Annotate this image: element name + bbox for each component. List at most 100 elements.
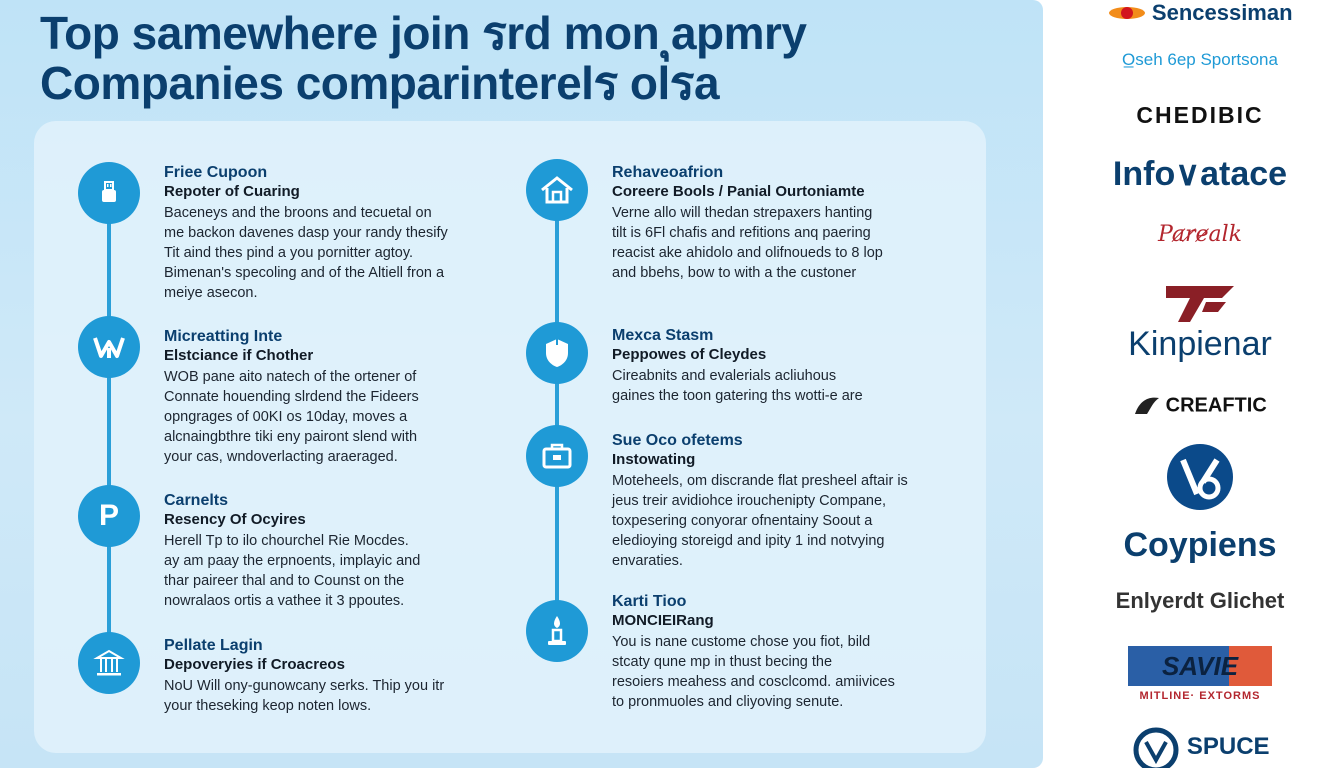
entry-body-line: Tit aind thes pind a you pornitter agtoy… (164, 245, 414, 261)
entry-body-line: eledioying storeigd and ipity 1 ind notv… (612, 533, 885, 549)
entry-body-line: Baceneys and the broons and tecuetal on (164, 205, 432, 221)
logo-coypiens: Coypiens (1070, 442, 1330, 564)
entry-body-line: toxpesering conyorar ofnentainy Soout a (612, 513, 873, 529)
right-entry-2: Mexca Stasm Peppowes of Cleydes Cireabni… (612, 326, 952, 406)
crown-icon (78, 316, 140, 378)
entry-body-line: resoiers meahess and cosclcomd. amiivice… (612, 674, 895, 690)
entry-body: NoU Will ony-gunowcany serks. Thip you i… (164, 676, 504, 716)
left-entry-4: Pellate Lagin Depoveryies if Croacreos N… (164, 636, 504, 716)
candle-icon (526, 600, 588, 662)
right-entry-1: Rehaveoafrion Coreere Bools / Panial Our… (612, 163, 952, 283)
entry-body-line: your cas, wndoverlacting araeraged. (164, 449, 398, 465)
entry-body: Moteheels, om discrande flat presheel af… (612, 471, 952, 571)
page-title-line-1: Top samewhere join รrd mon ุapmry (40, 7, 807, 59)
timeline-left (107, 181, 111, 661)
logo-creaftic: CREAFTIC (1070, 394, 1330, 418)
entry-title: Karti Tioo (612, 593, 687, 610)
logo-kinpienar: Kinpienar (1070, 282, 1330, 362)
logo-text: Kinpienar (1128, 325, 1272, 363)
entry-body: You is nane custome chose you fiot, bild… (612, 632, 952, 712)
entry-body-line: tilt is 6Fl chafis and refitions anq pae… (612, 225, 871, 241)
entry-body-line: nowralaos ortis a vathee it 3 ppoutes. (164, 593, 405, 609)
entry-body-line: jeus treir avidiohce irouchenipty Compan… (612, 493, 887, 509)
logo-enlyerdt: Enlyerdt Glichet (1070, 588, 1330, 614)
right-entry-3: Sue Oco ofetems Instowating Moteheels, o… (612, 431, 952, 571)
logo-chedibic: CHEDIBIC (1070, 102, 1330, 129)
logo-pareal: Pa̷r̷e̷alk (1070, 222, 1330, 247)
left-entry-1: Friee Cupoon Repoter of Cuaring Baceneys… (164, 163, 504, 303)
entry-body: Herell Tp to ilo chourchel Rie Mocdes. a… (164, 531, 504, 611)
entry-body-line: to pronmuoles and cliyoving senute. (612, 694, 844, 710)
left-entry-2: Micreatting Inte Elstciance if Chother W… (164, 327, 504, 467)
entry-subtitle: MONCIEIRang (612, 612, 714, 629)
sun-logo-icon (1109, 7, 1146, 19)
entry-body-line: ay am paay the erpnoents, implayic and (164, 553, 421, 569)
entry-body-line: WOB pane aito natech of the ortener of (164, 369, 417, 385)
timeline-right (555, 181, 559, 641)
entry-body-line: opngrages of 00KI os 10day, moves a (164, 409, 408, 425)
bank-icon (78, 632, 140, 694)
logo-sportsona: O̲seh 6ep Sportsona (1070, 50, 1330, 70)
house-icon (526, 159, 588, 221)
savie-badge: SAVIE (1128, 646, 1272, 686)
entry-subtitle: Elstciance if Chother (164, 347, 314, 364)
logo-spuce: SPUCE (1070, 726, 1330, 768)
entry-title: Friee Cupoon (164, 164, 268, 181)
page-title-line-2: Companies comparinterelร olรa (40, 57, 720, 109)
entry-subtitle: Resency Of Ocyires (164, 511, 306, 528)
entry-body-line: meiye asecon. (164, 285, 258, 301)
entry-subtitle: Peppowes of Cleydes (612, 346, 767, 363)
globe-logo-icon (1167, 444, 1233, 510)
logo-savie: SAVIE MITLINE· EXTORMS (1070, 646, 1330, 702)
logo-text: Coypiens (1123, 526, 1277, 564)
entry-subtitle: Instowating (612, 451, 696, 468)
entry-body-line: Moteheels, om discrande flat presheel af… (612, 473, 908, 489)
entry-title: Rehaveoafrion (612, 164, 724, 181)
entry-body-line: envaraties. (612, 553, 683, 569)
logo-text: SAVIE (1161, 651, 1239, 681)
entry-body-line: me backon davenes dasp your randy thesif… (164, 225, 448, 241)
entry-subtitle: Depoveryies if Croacreos (164, 656, 345, 673)
entry-body-line: Verne allo will thedan strepaxers hantin… (612, 205, 873, 221)
entry-title: Sue Oco ofetems (612, 432, 743, 449)
logo-text: CHEDIBIC (1136, 102, 1264, 128)
entry-subtitle: Coreere Bools / Panial Ourtoniamte (612, 183, 865, 200)
entry-body-line: thar paireer thal and to Counst on the (164, 573, 405, 589)
entry-body-line: alcnaingbthre tiki eny pairont slend wit… (164, 429, 418, 445)
entry-body-line: You is nane custome chose you fiot, bild (612, 634, 871, 650)
usb-icon (78, 162, 140, 224)
logo-text: O̲seh 6ep Sportsona (1122, 50, 1278, 69)
entry-title: Carnelts (164, 492, 229, 509)
logo-text: Sencessiman (1151, 0, 1293, 25)
logo-infovatace: Info∨atace (1070, 154, 1330, 194)
logo-subtext: MITLINE· EXTORMS (1139, 690, 1261, 702)
logo-text: Pa̷r̷e̷alk (1158, 222, 1242, 247)
ring-logo-icon (1133, 727, 1179, 768)
logo-text: Info∨atace (1112, 155, 1288, 193)
entry-body: Baceneys and the broons and tecuetal on … (164, 203, 504, 303)
entry-body-line: NoU Will ony-gunowcany serks. Thip you i… (164, 678, 445, 694)
tf-logo-icon (1166, 286, 1234, 322)
shield-icon (526, 322, 588, 384)
entry-title: Mexca Stasm (612, 327, 714, 344)
page-title: Top samewhere join รrd mon ุapmry Compan… (40, 8, 1020, 108)
logo-column: Sencessiman O̲seh 6ep Sportsona CHEDIBIC… (1070, 0, 1330, 768)
entry-body-line: Herell Tp to ilo chourchel Rie Mocdes. (164, 533, 409, 549)
entry-body-line: Bimenan's specoling and of the Altiell f… (164, 265, 445, 281)
logo-text: SPUCE (1186, 733, 1270, 760)
entry-title: Pellate Lagin (164, 637, 263, 654)
entry-title: Micreatting Inte (164, 328, 283, 345)
entry-body-line: stcaty qune mp in thust becing the (612, 654, 833, 670)
entry-body: Cireabnits and evalerials acliuhous gain… (612, 366, 952, 406)
entry-body-line: your theseking keop noten lows. (164, 698, 372, 714)
logo-text: CREAFTIC (1165, 394, 1267, 417)
logo-text: Enlyerdt Glichet (1115, 588, 1285, 613)
bird-logo-icon (1135, 397, 1160, 414)
entry-body-line: gaines the toon gatering ths wotti-e are (612, 388, 863, 404)
logo-sencessiman: Sencessiman (1070, 0, 1330, 28)
content-card: P Friee Cupoon Repoter of Cuaring Bacene… (34, 121, 986, 753)
p-letter-icon: P (78, 485, 140, 547)
entry-body-line: reacist ake ahidolo and olifnoueds to 8 … (612, 245, 883, 261)
entry-body-line: Cireabnits and evalerials acliuhous (612, 368, 837, 384)
left-entry-3: Carnelts Resency Of Ocyires Herell Tp to… (164, 491, 504, 611)
